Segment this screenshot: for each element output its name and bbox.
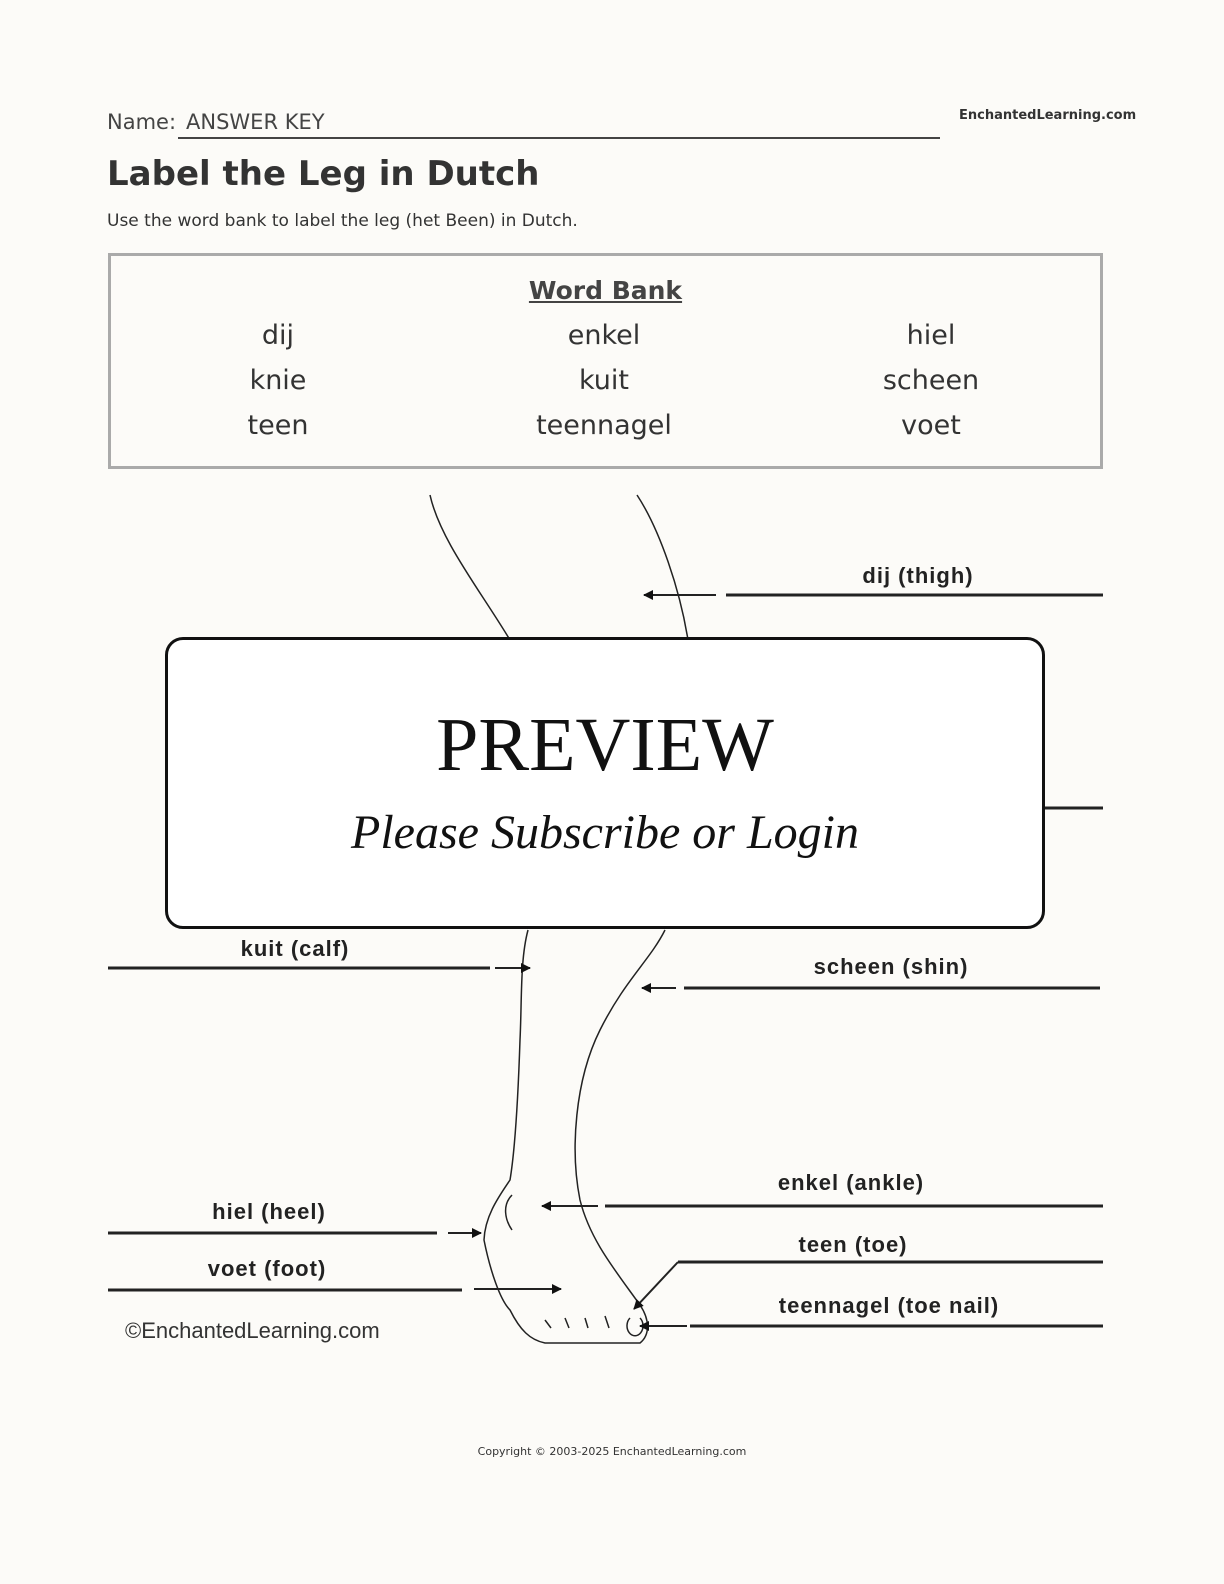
label-kuit: kuit (calf)	[240, 936, 350, 961]
name-underline	[178, 137, 940, 139]
word-bank-word: teen	[247, 410, 309, 441]
word-bank: Word Bank dij enkel hiel knie kuit schee…	[108, 253, 1103, 469]
word-bank-title: Word Bank	[528, 276, 683, 305]
word-bank-word: enkel	[567, 320, 641, 351]
label-hiel: hiel (heel)	[212, 1199, 326, 1224]
leader-lines	[108, 590, 1103, 1331]
label-enkel: enkel (ankle)	[777, 1170, 925, 1195]
leg-outline	[429, 494, 689, 1344]
word-bank-word: dij	[261, 320, 295, 351]
word-bank-word: kuit	[578, 365, 629, 396]
footer-copyright: Copyright © 2003-2025 EnchantedLearning.…	[477, 1445, 747, 1458]
instructions: Use the word bank to label the leg (het …	[107, 211, 578, 231]
name-value: ANSWER KEY	[186, 110, 325, 134]
subscribe-login-link[interactable]: Please Subscribe or Login	[351, 806, 859, 859]
word-bank-word: voet	[901, 410, 961, 441]
name-label: Name:	[107, 110, 177, 134]
site-link[interactable]: EnchantedLearning.com	[959, 108, 1137, 123]
label-teen: teen (toe)	[798, 1232, 908, 1257]
word-bank-word: knie	[249, 365, 307, 396]
word-bank-word: scheen	[882, 365, 980, 396]
word-bank-word: teennagel	[536, 410, 672, 441]
label-scheen: scheen (shin)	[813, 954, 969, 979]
diagram-copyright: ©EnchantedLearning.com	[125, 1318, 380, 1343]
label-teennagel: teennagel (toe nail)	[778, 1293, 1000, 1318]
page-title: Label the Leg in Dutch	[107, 154, 540, 194]
preview-title: PREVIEW	[436, 703, 774, 787]
word-bank-word: hiel	[906, 320, 956, 351]
preview-overlay[interactable]: PREVIEW Please Subscribe or Login	[165, 637, 1045, 929]
label-voet: voet (foot)	[207, 1256, 327, 1281]
label-dij: dij (thigh)	[862, 563, 974, 588]
